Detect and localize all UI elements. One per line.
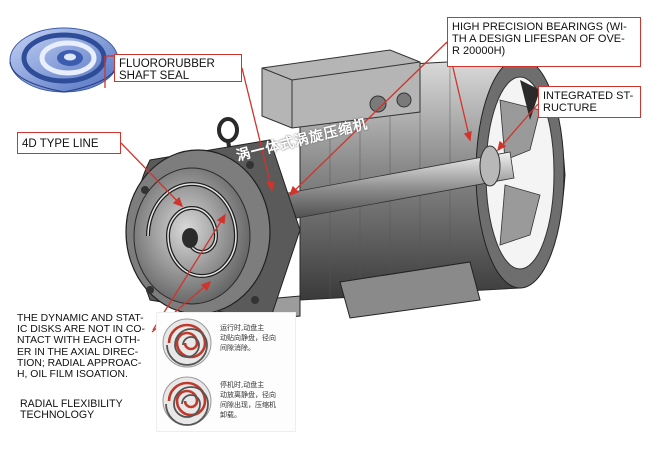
spiral-stopped xyxy=(162,376,212,426)
scroll-part-illustration xyxy=(9,27,119,93)
scroll-spirals xyxy=(162,318,212,426)
note-running: 运行时,动盘主 动贴向静盘，径向 间隙消除。 xyxy=(220,324,276,352)
label-dynamic-static-disks: THE DYNAMIC AND STAT- IC DISKS ARE NOT I… xyxy=(17,313,145,381)
label-high-precision-bearings: HIGH PRECISION BEARINGS (WI- TH A DESIGN… xyxy=(447,17,641,67)
label-4d-type-line: 4D TYPE LINE xyxy=(17,132,121,154)
spiral-running xyxy=(162,318,212,368)
label-radial-flexibility: RADIAL FLEXIBILITY TECHNOLOGY xyxy=(20,398,123,421)
label-integrated-structure: INTEGRATED ST- RUCTURE xyxy=(538,86,641,118)
callout-lines xyxy=(104,41,539,333)
note-stopped: 停机时,动盘主 动放离静盘，径向 间隙出现，压缩机 卸载。 xyxy=(220,381,276,419)
front-housing xyxy=(125,139,301,321)
scroll-state-panel xyxy=(156,312,296,432)
label-fluororubber-shaft-seal: FLUORORUBBER SHAFT SEAL xyxy=(114,54,242,82)
